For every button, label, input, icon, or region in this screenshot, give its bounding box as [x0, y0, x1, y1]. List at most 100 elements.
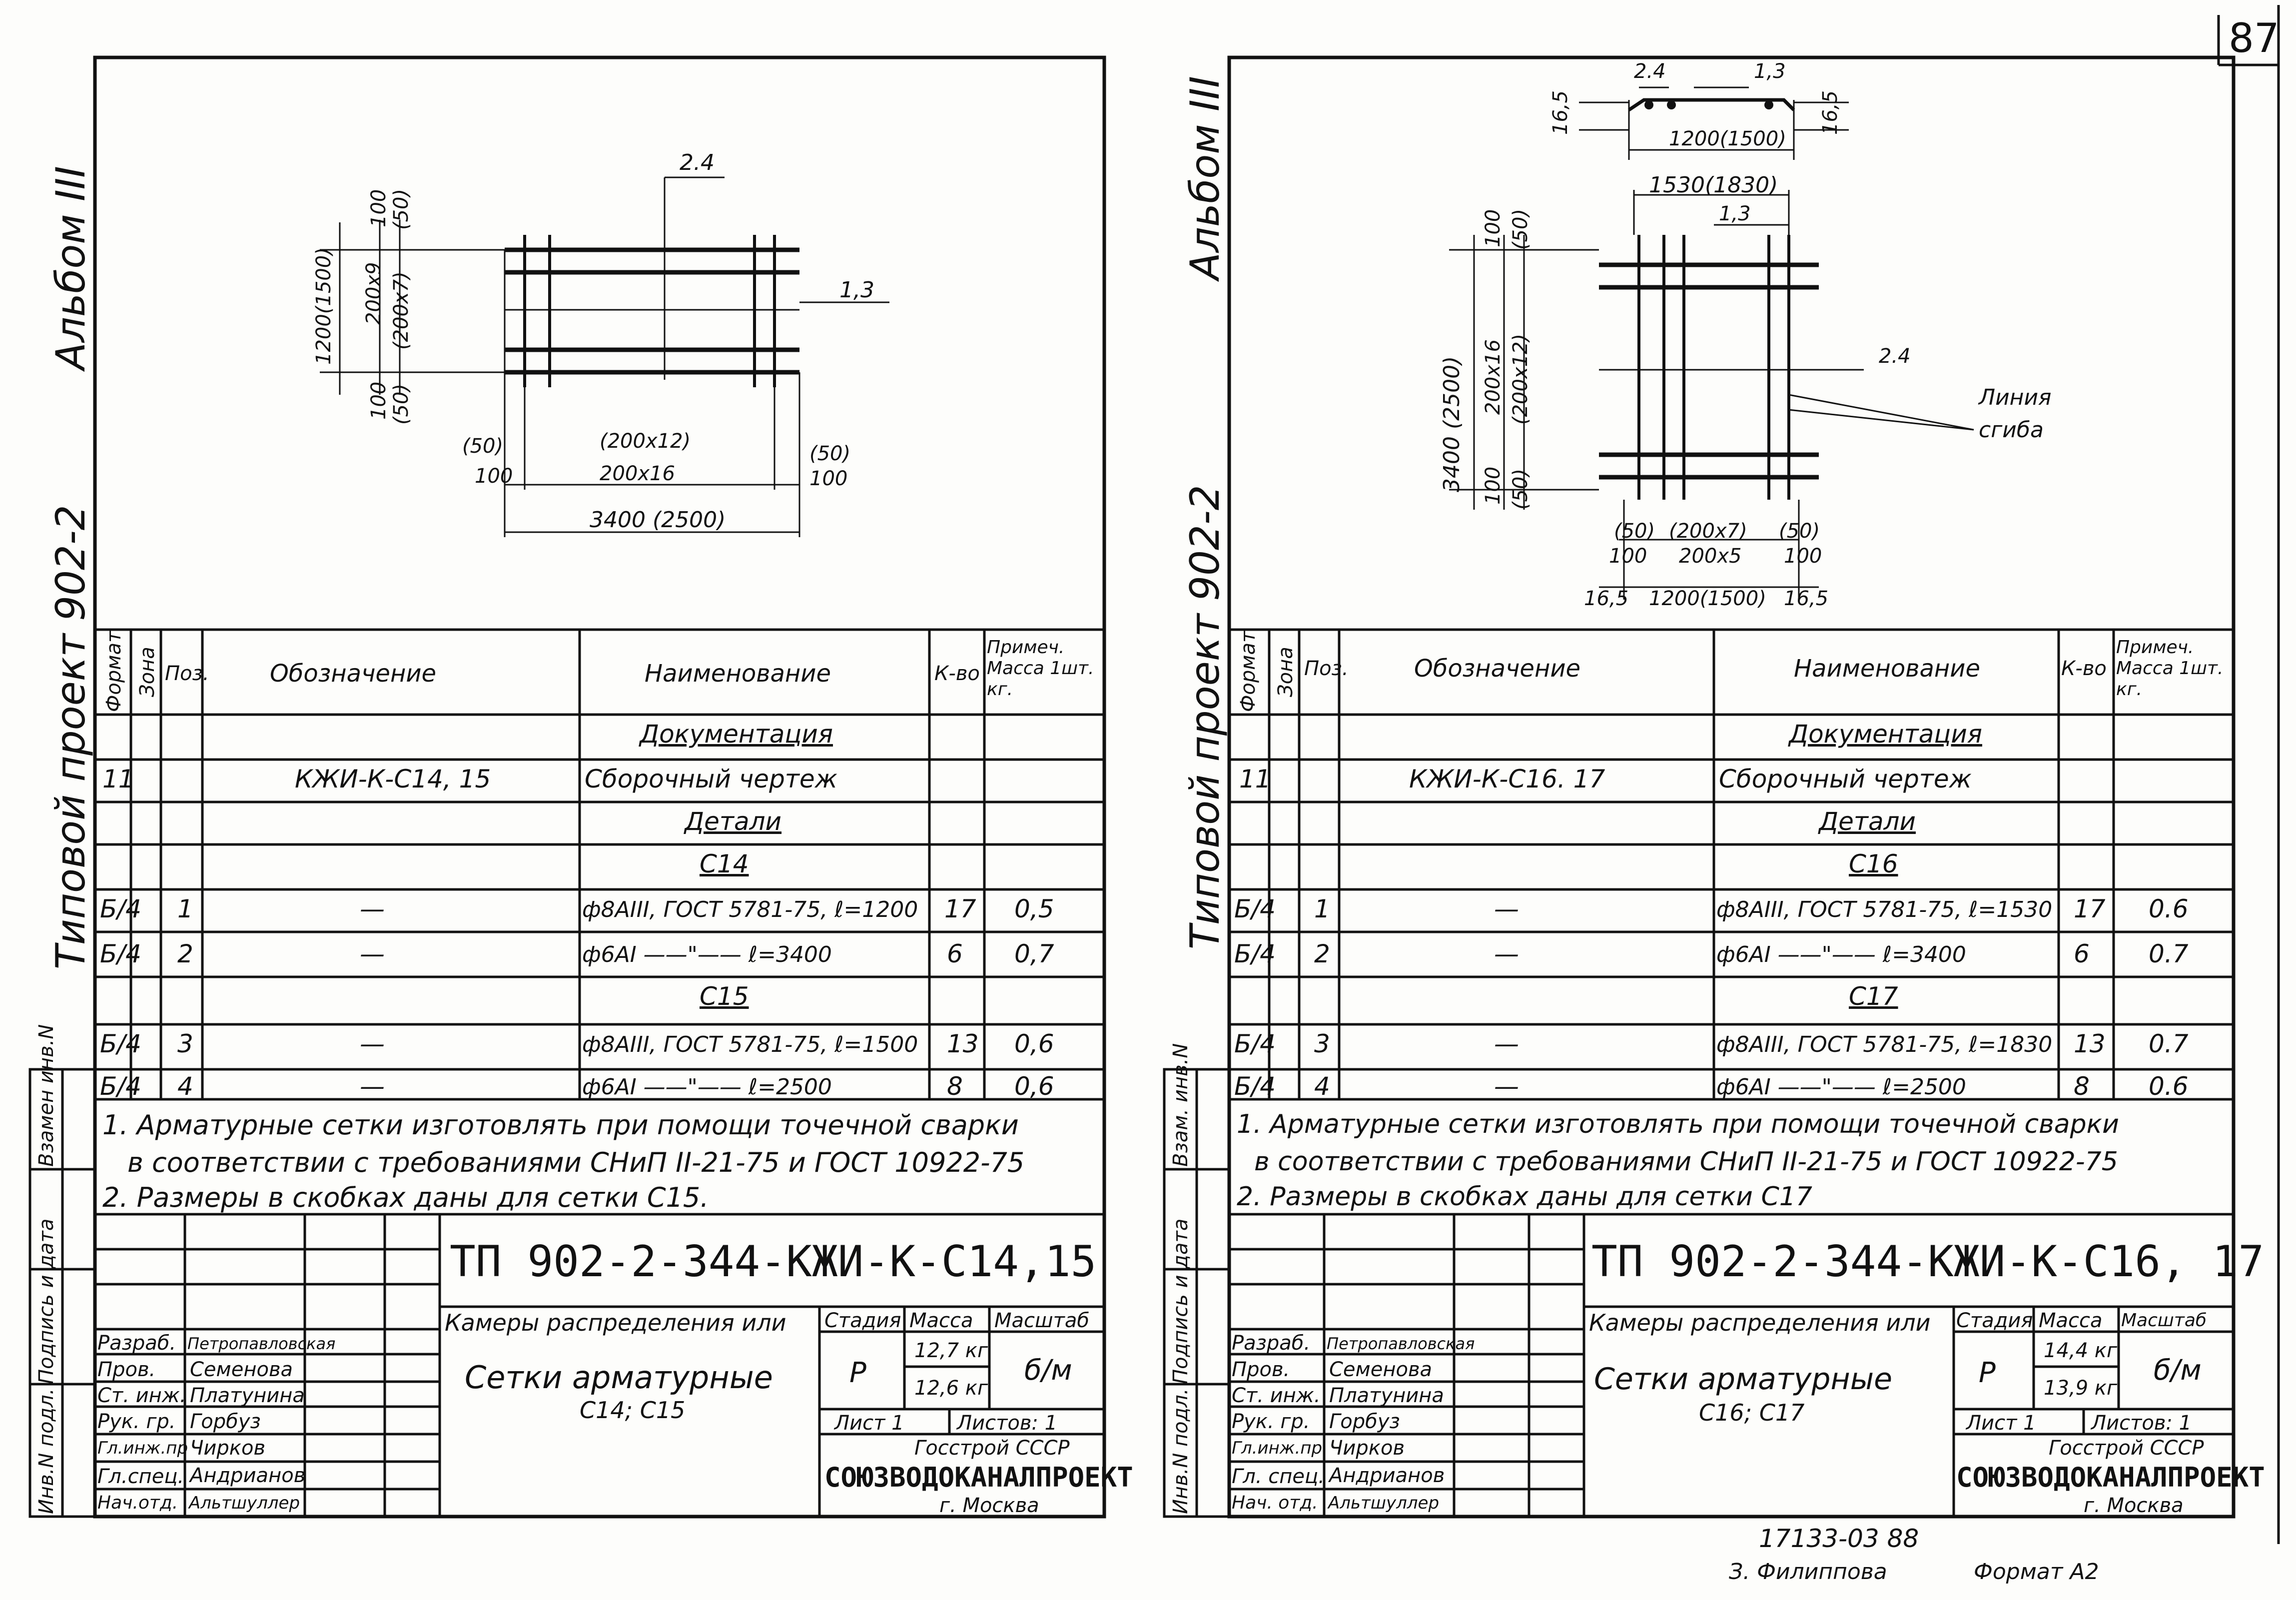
dim-label: 200х16: [1482, 339, 1505, 415]
dim-label: 1530(1830): [1649, 172, 1778, 198]
mass-label: Масса: [909, 1309, 973, 1332]
dim-label: 100: [475, 465, 513, 488]
scale-label: Масштаб: [994, 1309, 1090, 1332]
role-label: Пров.: [1232, 1358, 1290, 1381]
signer-name: Альтшуллер: [189, 1493, 300, 1513]
dim-label: (50): [390, 188, 413, 230]
table-cell: 13: [2074, 1029, 2106, 1058]
table-row: С17: [1849, 982, 1898, 1011]
object-name: Камеры распределения или: [445, 1309, 786, 1336]
sheet-number: Лист 1: [1966, 1412, 2036, 1435]
table-cell: Б/4: [100, 1029, 141, 1058]
dim-label: 16,5: [1819, 90, 1842, 135]
signer-name: Семенова: [1329, 1358, 1433, 1381]
table-row: Документация: [640, 720, 833, 749]
pos-label: 2.4: [1879, 345, 1911, 368]
table-cell: 11: [102, 765, 134, 794]
table-cell: 3: [177, 1029, 193, 1058]
dim-label: 3400 (2500): [1439, 356, 1465, 492]
dim-label: (50): [1779, 520, 1820, 543]
table-cell: —: [360, 1072, 385, 1101]
col-header-note: Примеч. Масса 1шт. кг.: [987, 637, 1094, 700]
table-cell: Б/4: [1234, 939, 1276, 968]
dim-label: (200х12): [600, 430, 691, 453]
stage-label: Стадия: [1956, 1309, 2033, 1332]
col-header-zone: Зона: [136, 647, 159, 697]
side-label: Подпись и дата: [35, 1218, 58, 1384]
signer-name: Горбуз: [1329, 1410, 1400, 1433]
table-cell: 4: [177, 1072, 193, 1101]
stage-value: Р: [849, 1357, 866, 1389]
signer-name: Горбуз: [190, 1410, 261, 1433]
table-cell: КЖИ-К-С16. 17: [1409, 765, 1605, 794]
signer-name: Петропавловская: [187, 1334, 336, 1353]
table-cell: ф8АIII, ГОСТ 5781-75, ℓ=1830: [1716, 1032, 2053, 1057]
dim-label: (200х7): [390, 271, 413, 350]
role-label: Пров.: [97, 1358, 156, 1381]
col-header-zone: Зона: [1274, 647, 1297, 697]
dim-label: (50): [1614, 520, 1655, 543]
dim-label: 16,5: [1784, 587, 1829, 610]
dim-label: 100: [367, 381, 390, 420]
table-cell: ф6АI ——"—— ℓ=3400: [1716, 942, 1966, 967]
side-label: Взамен инв.N: [35, 1024, 58, 1167]
table-row: С15: [700, 982, 749, 1011]
gosstroy-label: Госстрой СССР: [2049, 1437, 2204, 1460]
col-header-qty: К-во: [934, 662, 980, 685]
col-header-designation: Обозначение: [1414, 655, 1581, 683]
note-line: в соответствии с требованиями СНиП II-21…: [1254, 1147, 2118, 1177]
dim-label: 1200(1500): [1649, 587, 1766, 610]
table-cell: ф6АI ——"—— ℓ=2500: [582, 1074, 832, 1100]
table-cell: 6: [2074, 939, 2090, 968]
col-header-note: Примеч. Масса 1шт. кг.: [2116, 637, 2224, 700]
dim-label: (50): [390, 383, 413, 425]
table-cell: —: [360, 1029, 385, 1058]
city-label: г. Москва: [939, 1494, 1039, 1517]
role-label: Нач. отд.: [1232, 1493, 1318, 1513]
pos-label: 1,3: [839, 277, 874, 303]
table-cell: 0.7: [2149, 1029, 2189, 1058]
signer-name: Платунина: [1329, 1384, 1444, 1407]
gosstroy-label: Госстрой СССР: [914, 1437, 1070, 1460]
role-label: Гл.инж.пр: [1232, 1438, 1323, 1458]
signer-name: Альтшуллер: [1328, 1493, 1440, 1513]
dim-label: (50): [809, 442, 851, 465]
table-cell: 4: [1314, 1072, 1330, 1101]
dim-label: 100: [1609, 545, 1647, 568]
scale-value: б/м: [2154, 1354, 2202, 1387]
dim-label: 100: [809, 467, 848, 490]
col-header-pos: Поз.: [165, 662, 209, 685]
role-label: Гл.спец.: [97, 1465, 184, 1488]
role-label: Ст. инж.: [97, 1384, 186, 1407]
table-cell: 11: [1239, 765, 1271, 794]
role-label: Рук. гр.: [97, 1410, 176, 1433]
table-cell: Б/4: [100, 1072, 141, 1101]
role-label: Гл.инж.пр: [97, 1438, 188, 1458]
mass-value: 13,9 кг: [2044, 1377, 2117, 1400]
dim-label: 1200(1500): [1669, 127, 1786, 150]
project-label: Типовой проект 902-2: [1182, 485, 1228, 949]
role-label: Рук. гр.: [1232, 1410, 1310, 1433]
table-cell: 17: [944, 894, 976, 923]
side-label: Инв.N подл.: [35, 1388, 58, 1514]
dim-label: 200х16: [600, 462, 675, 485]
document-code: ТП 902-2-344-КЖИ-К-С14,15: [450, 1237, 1097, 1287]
table-cell: 6: [947, 939, 963, 968]
mass-value: 12,6 кг: [914, 1377, 988, 1400]
pos-label: 2.4: [1634, 60, 1666, 83]
signer-name: Петропавловская: [1327, 1334, 1475, 1353]
role-label: Гл. спец.: [1232, 1465, 1325, 1488]
table-cell: 2: [1314, 939, 1330, 968]
signer-name: Андрианов: [190, 1464, 306, 1487]
drawing-title: Сетки арматурные: [1594, 1362, 1893, 1397]
dim-label: 100: [1784, 545, 1822, 568]
role-label: Разраб.: [1232, 1332, 1311, 1355]
col-header-name: Наименование: [1794, 655, 1981, 683]
table-cell: 0.6: [2149, 894, 2189, 923]
city-label: г. Москва: [2084, 1494, 2184, 1517]
table-cell: 3: [1314, 1029, 1330, 1058]
note-line: 2. Размеры в скобках даны для сетки С15.: [102, 1182, 709, 1213]
scale-value: б/м: [1024, 1354, 1072, 1387]
dim-label: 100: [1482, 466, 1505, 505]
